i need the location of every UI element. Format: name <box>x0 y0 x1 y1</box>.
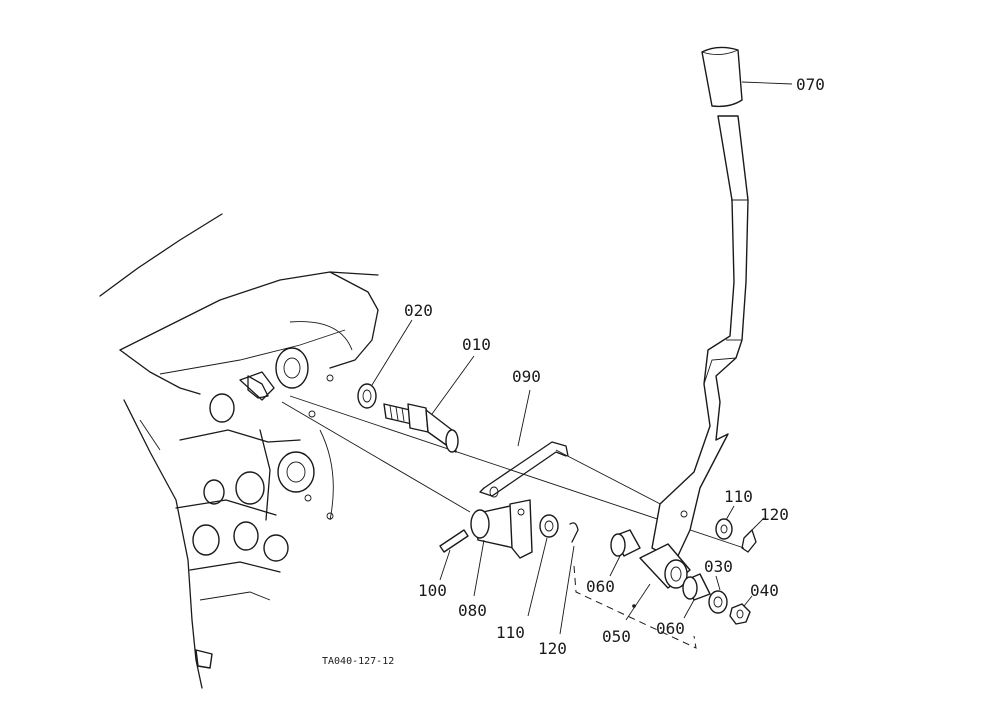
label-030: 030 <box>704 557 733 576</box>
part-120-clip-left <box>559 522 579 635</box>
label-050: 050 <box>602 627 631 646</box>
label-070: 070 <box>796 75 825 94</box>
label-020: 020 <box>404 301 433 320</box>
label-100: 100 <box>418 581 447 600</box>
part-060-bushing-right <box>682 573 711 619</box>
part-lever <box>651 115 749 561</box>
part-050-boss <box>625 543 691 621</box>
label-010: 010 <box>462 335 491 354</box>
label-060-left: 060 <box>586 577 615 596</box>
part-100-pin <box>439 529 469 581</box>
label-060-right: 060 <box>656 619 685 638</box>
part-110-washer-left <box>527 514 559 617</box>
label-120-right: 120 <box>760 505 789 524</box>
part-060-bushing-left <box>609 529 641 577</box>
part-080-bracket <box>470 499 533 597</box>
part-020-washer <box>357 319 413 409</box>
part-010-stud-pin <box>383 355 475 453</box>
label-110-right: 110 <box>724 487 753 506</box>
part-030-washer <box>708 575 728 614</box>
label-090: 090 <box>512 367 541 386</box>
part-120-clip-right <box>741 517 765 553</box>
part-110-washer-right <box>715 505 735 540</box>
label-080: 080 <box>458 601 487 620</box>
label-110-left: 110 <box>496 623 525 642</box>
label-120-left: 120 <box>538 639 567 658</box>
part-040-nut <box>729 595 753 625</box>
part-labels: 070 020 010 090 110 120 030 040 060 060 … <box>322 75 825 667</box>
drawing-reference-code: TA040-127-12 <box>322 656 394 667</box>
label-040: 040 <box>750 581 779 600</box>
part-070-knob <box>701 46 793 108</box>
part-090-rod <box>479 389 569 498</box>
assembly-050-bracket-dashed <box>573 565 697 649</box>
transmission-housing <box>99 213 379 689</box>
